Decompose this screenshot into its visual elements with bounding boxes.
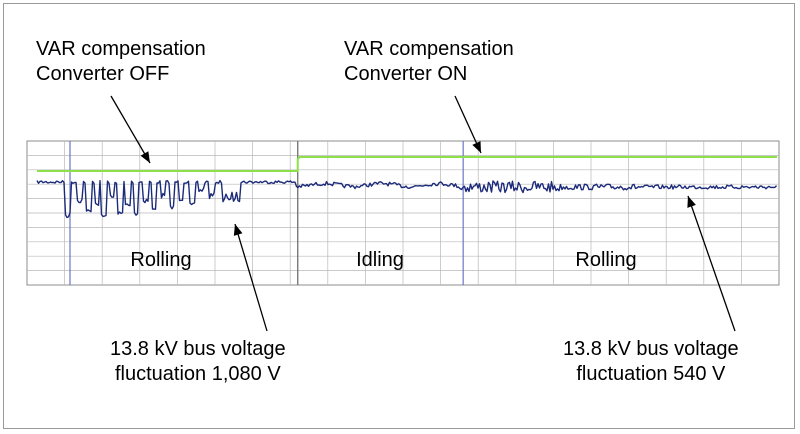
annotation-fluct-540: 13.8 kV bus voltage fluctuation 540 V: [563, 337, 739, 387]
arrow-fluct-1080-head: [233, 224, 243, 236]
region-label: Rolling: [130, 249, 191, 271]
annotation-var-on: VAR compensation Converter ON: [344, 37, 514, 87]
annotation-fluct-1080-line-1: 13.8 kV bus voltage: [110, 338, 286, 360]
annotation-var-on-line-1: VAR compensation: [344, 38, 514, 60]
converter-status-line: [37, 156, 777, 172]
annotation-fluct-540-line-1: 13.8 kV bus voltage: [563, 338, 739, 360]
annotation-fluct-1080-line-2: fluctuation 1,080 V: [115, 363, 281, 385]
arrow-var-off: [110, 95, 151, 164]
figure-frame: [3, 3, 795, 429]
annotation-fluct-540-line-2: fluctuation 540 V: [576, 363, 726, 385]
arrow-fluct-540-head: [687, 196, 696, 208]
region-labels: Rolling Idling Rolling: [130, 249, 636, 271]
annotation-var-on-line-2: Converter ON: [344, 63, 468, 85]
annotation-var-off: VAR compensation Converter OFF: [36, 37, 206, 87]
annotation-fluct-1080: 13.8 kV bus voltage fluctuation 1,080 V: [110, 337, 286, 387]
annotation-var-off-line-2: Converter OFF: [36, 63, 170, 85]
region-label: Rolling: [575, 249, 636, 271]
bus-voltage-line: [36, 179, 778, 219]
grid: [27, 141, 779, 285]
arrow-var-on-head: [472, 141, 481, 153]
region-label: Idling: [356, 249, 404, 271]
arrow-fluct-540: [687, 195, 736, 332]
annotation-var-off-line-1: VAR compensation: [36, 38, 206, 60]
annotation-arrows: [110, 95, 736, 332]
arrow-fluct-1080: [234, 223, 268, 332]
arrow-var-off-head: [140, 151, 150, 163]
